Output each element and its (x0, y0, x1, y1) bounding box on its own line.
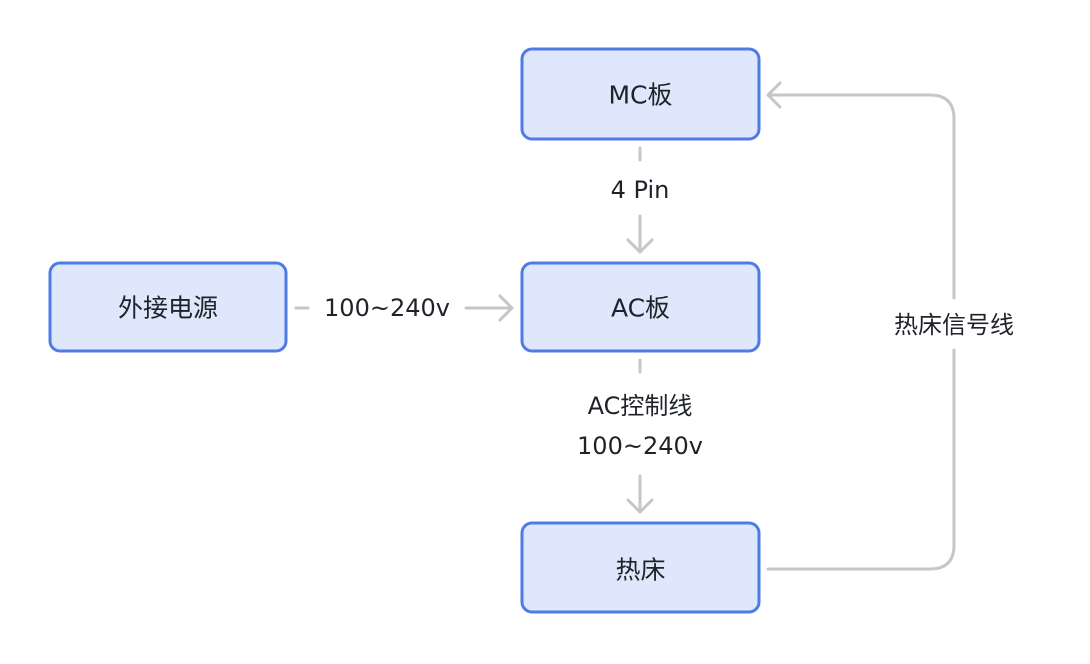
arrowhead-down-icon (626, 238, 654, 254)
edge-ac-to-hotbed-label-1: AC控制线 (588, 392, 693, 420)
edge-power-to-ac-label: 100~240v (324, 294, 450, 322)
node-power[interactable]: 外接电源 (48, 261, 288, 353)
node-mc-board-label: MC板 (608, 81, 672, 110)
arrowhead-right-icon (498, 294, 514, 322)
edge-mc-to-ac-label: 4 Pin (611, 176, 670, 204)
edge-power-to-ac: 100~240v (294, 294, 514, 322)
node-hotbed-label: 热床 (615, 556, 665, 585)
edge-hotbed-to-mc: 热床信号线 (766, 81, 1014, 571)
node-ac-board[interactable]: AC板 (520, 261, 761, 353)
node-mc-board[interactable]: MC板 (520, 47, 761, 141)
arrowhead-down-icon (626, 498, 654, 514)
edge-ac-to-hotbed-label-2: 100~240v (577, 432, 703, 460)
node-power-label: 外接电源 (118, 294, 218, 323)
edge-ac-to-hotbed: AC控制线 100~240v (577, 358, 703, 514)
node-hotbed[interactable]: 热床 (520, 521, 761, 614)
edge-mc-to-ac: 4 Pin (611, 146, 670, 254)
node-ac-board-label: AC板 (611, 294, 670, 323)
arrowhead-left-icon (766, 81, 782, 109)
edge-hotbed-to-mc-label: 热床信号线 (894, 311, 1014, 339)
